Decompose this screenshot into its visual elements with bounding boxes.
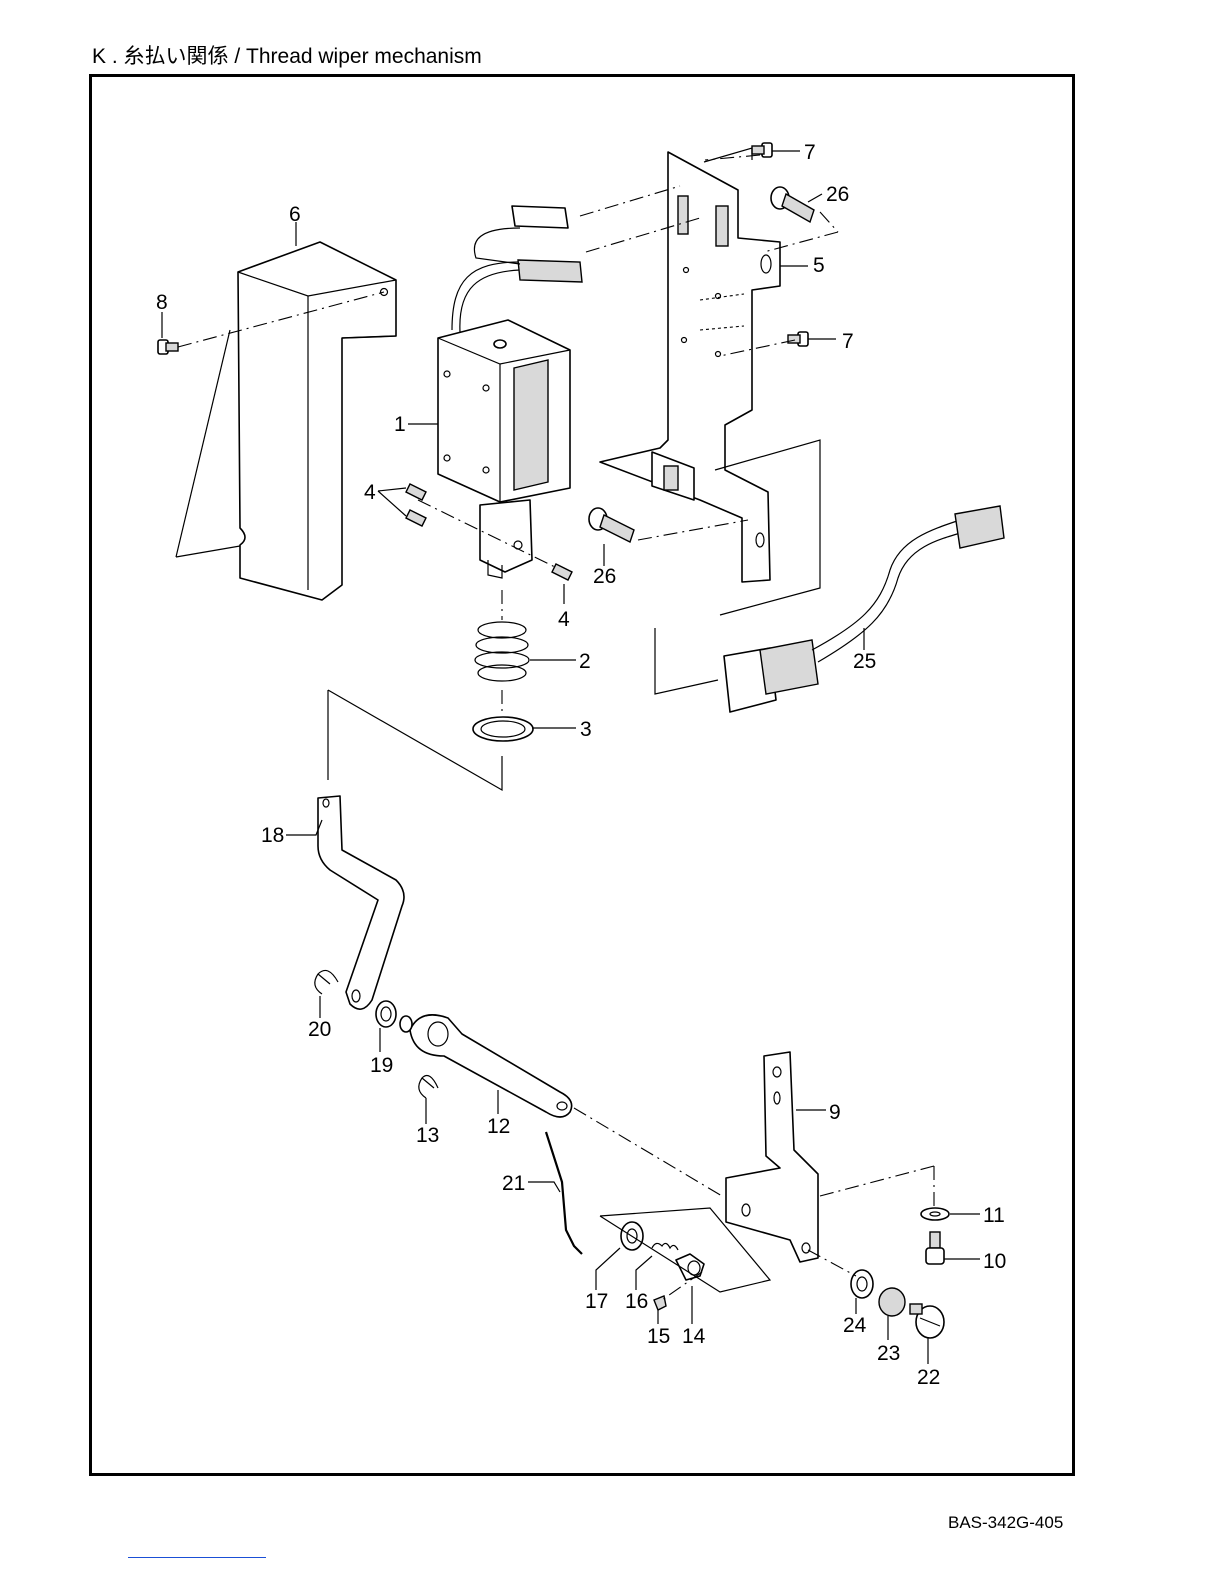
wiper-21-part[interactable]: [546, 1132, 582, 1254]
mounting-plate-part[interactable]: [600, 152, 780, 582]
screw-7-mid-part[interactable]: [788, 332, 808, 346]
solenoid-connector-part[interactable]: [474, 206, 582, 282]
callout-26: 26: [593, 565, 616, 588]
bolt-26-top-part[interactable]: [771, 187, 814, 222]
callout-4: 4: [364, 481, 376, 504]
callout-11: 11: [983, 1204, 1005, 1227]
cover-part[interactable]: [238, 242, 396, 600]
e-ring-20-part[interactable]: [315, 970, 338, 994]
callout-6: 6: [289, 203, 301, 226]
washer-11-part[interactable]: [921, 1208, 949, 1220]
e-ring-13-part[interactable]: [419, 1076, 438, 1098]
callout-8: 8: [156, 291, 168, 314]
washer-24-part[interactable]: [851, 1270, 873, 1298]
callout-22: 22: [917, 1366, 940, 1389]
callout-7: 7: [804, 141, 816, 164]
callout-16: 16: [625, 1290, 648, 1313]
callout-4: 4: [558, 608, 570, 631]
footer-code: BAS-342G-405: [948, 1513, 1063, 1533]
callout-2: 2: [579, 650, 591, 673]
callout-3: 3: [580, 718, 592, 741]
washer-3-part[interactable]: [473, 717, 533, 741]
callout-18: 18: [261, 824, 284, 847]
callout-10: 10: [983, 1250, 1006, 1273]
callout-12: 12: [487, 1115, 510, 1138]
callout-21: 21: [502, 1172, 525, 1195]
callout-26: 26: [826, 183, 849, 206]
callout-1: 1: [394, 413, 406, 436]
callout-17: 17: [585, 1290, 608, 1313]
screw-7-top-part[interactable]: [752, 143, 772, 157]
callout-23: 23: [877, 1342, 900, 1365]
solenoid-part[interactable]: [438, 262, 570, 578]
bolt-10-part[interactable]: [926, 1232, 944, 1264]
callout-19: 19: [370, 1054, 393, 1077]
callout-9: 9: [829, 1101, 841, 1124]
bracket-9-part[interactable]: [726, 1052, 818, 1262]
callout-13: 13: [416, 1124, 439, 1147]
callout-20: 20: [308, 1018, 331, 1041]
spring-16-part[interactable]: [652, 1243, 678, 1250]
washer-19-part[interactable]: [376, 1001, 396, 1027]
callout-14: 14: [682, 1325, 706, 1348]
spring-2-part[interactable]: [475, 622, 529, 681]
callout-7: 7: [842, 330, 854, 353]
screw-22-part[interactable]: [910, 1304, 944, 1338]
callout-25: 25: [853, 650, 876, 673]
callout-5: 5: [813, 254, 825, 277]
callout-15: 15: [647, 1325, 670, 1348]
callout-24: 24: [843, 1314, 867, 1337]
lever-18-part[interactable]: [318, 796, 404, 1009]
bolt-26-mid-part[interactable]: [589, 508, 634, 542]
footer-rule: [128, 1557, 266, 1558]
collar-23-part[interactable]: [879, 1288, 905, 1316]
